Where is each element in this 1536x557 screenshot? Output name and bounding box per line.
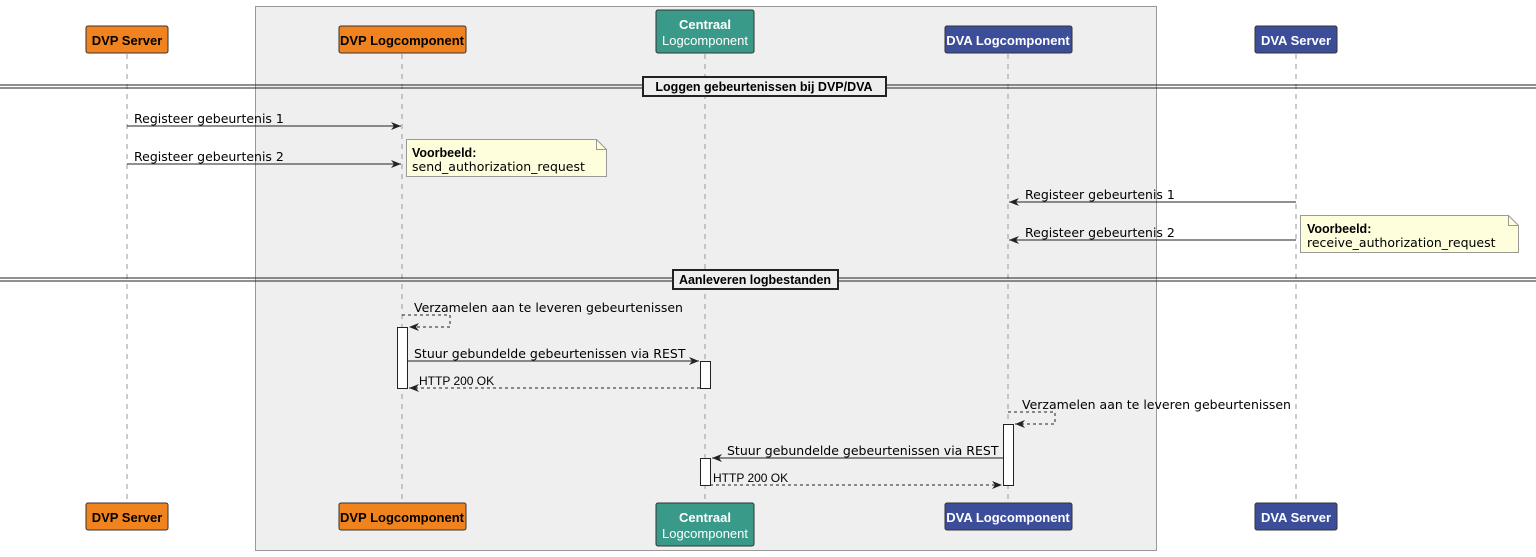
divider-loggen: Loggen gebeurtenissen bij DVP/DVA <box>0 76 1536 97</box>
participant-centraal-bottom[interactable]: Centraal Logcomponent <box>655 502 755 547</box>
note-body: receive_authorization_request <box>1307 235 1496 250</box>
participant-label: Logcomponent <box>662 33 748 48</box>
divider-label: Aanleveren logbestanden <box>679 273 831 287</box>
arrow-m8 <box>1008 411 1056 428</box>
participant-label: DVP Logcomponent <box>340 33 465 48</box>
activation-centraal-2 <box>700 458 711 486</box>
message-label: HTTP 200 OK <box>713 471 788 485</box>
participant-dvp-server-bottom[interactable]: DVP Server <box>85 502 169 531</box>
participant-dva-log-top[interactable]: DVA Logcomponent <box>944 25 1073 54</box>
participant-label: DVA Logcomponent <box>946 510 1070 525</box>
participant-dva-log-bottom[interactable]: DVA Logcomponent <box>944 502 1073 531</box>
participant-label: Logcomponent <box>662 526 748 541</box>
note-send-authorization: Voorbeeld: send_authorization_request <box>406 139 607 177</box>
activation-dva-log <box>1003 424 1014 486</box>
participant-label: DVA Server <box>1261 33 1331 48</box>
note-title: Voorbeeld: <box>1307 222 1371 236</box>
activation-centraal-1 <box>700 361 711 389</box>
participant-label: DVP Server <box>92 33 163 48</box>
participant-label: DVP Server <box>92 510 163 525</box>
arrow-m5 <box>402 314 451 331</box>
participant-label: DVP Logcomponent <box>340 510 465 525</box>
activation-dvp-log <box>397 327 408 389</box>
message-label: Registeer gebeurtenis 2 <box>1025 225 1175 240</box>
note-body: send_authorization_request <box>412 159 585 174</box>
participant-label: DVA Logcomponent <box>946 33 1070 48</box>
participant-centraal-top[interactable]: Centraal Logcomponent <box>655 9 755 54</box>
divider-aanleveren: Aanleveren logbestanden <box>0 269 1536 290</box>
participant-dva-server-top[interactable]: DVA Server <box>1254 25 1338 54</box>
message-label: Verzamelen aan te leveren gebeurtenissen <box>1022 397 1291 412</box>
message-label: Registeer gebeurtenis 1 <box>1025 187 1175 202</box>
message-label: Verzamelen aan te leveren gebeurtenissen <box>414 300 683 315</box>
participant-label: DVA Server <box>1261 510 1331 525</box>
note-title: Voorbeeld: <box>412 146 476 160</box>
message-label: HTTP 200 OK <box>419 374 494 388</box>
message-label: Registeer gebeurtenis 2 <box>134 149 284 164</box>
participant-dvp-log-top[interactable]: DVP Logcomponent <box>338 25 467 54</box>
message-label: Registeer gebeurtenis 1 <box>134 111 284 126</box>
message-label: Stuur gebundelde gebeurtenissen via REST <box>727 443 999 458</box>
participant-label: Centraal <box>679 510 731 525</box>
participant-dvp-log-bottom[interactable]: DVP Logcomponent <box>338 502 467 531</box>
participant-dvp-server-top[interactable]: DVP Server <box>85 25 169 54</box>
message-label: Stuur gebundelde gebeurtenissen via REST <box>414 346 686 361</box>
note-receive-authorization: Voorbeeld: receive_authorization_request <box>1300 215 1519 253</box>
divider-label: Loggen gebeurtenissen bij DVP/DVA <box>655 80 872 94</box>
participant-label: Centraal <box>679 17 731 32</box>
participant-dva-server-bottom[interactable]: DVA Server <box>1254 502 1338 531</box>
